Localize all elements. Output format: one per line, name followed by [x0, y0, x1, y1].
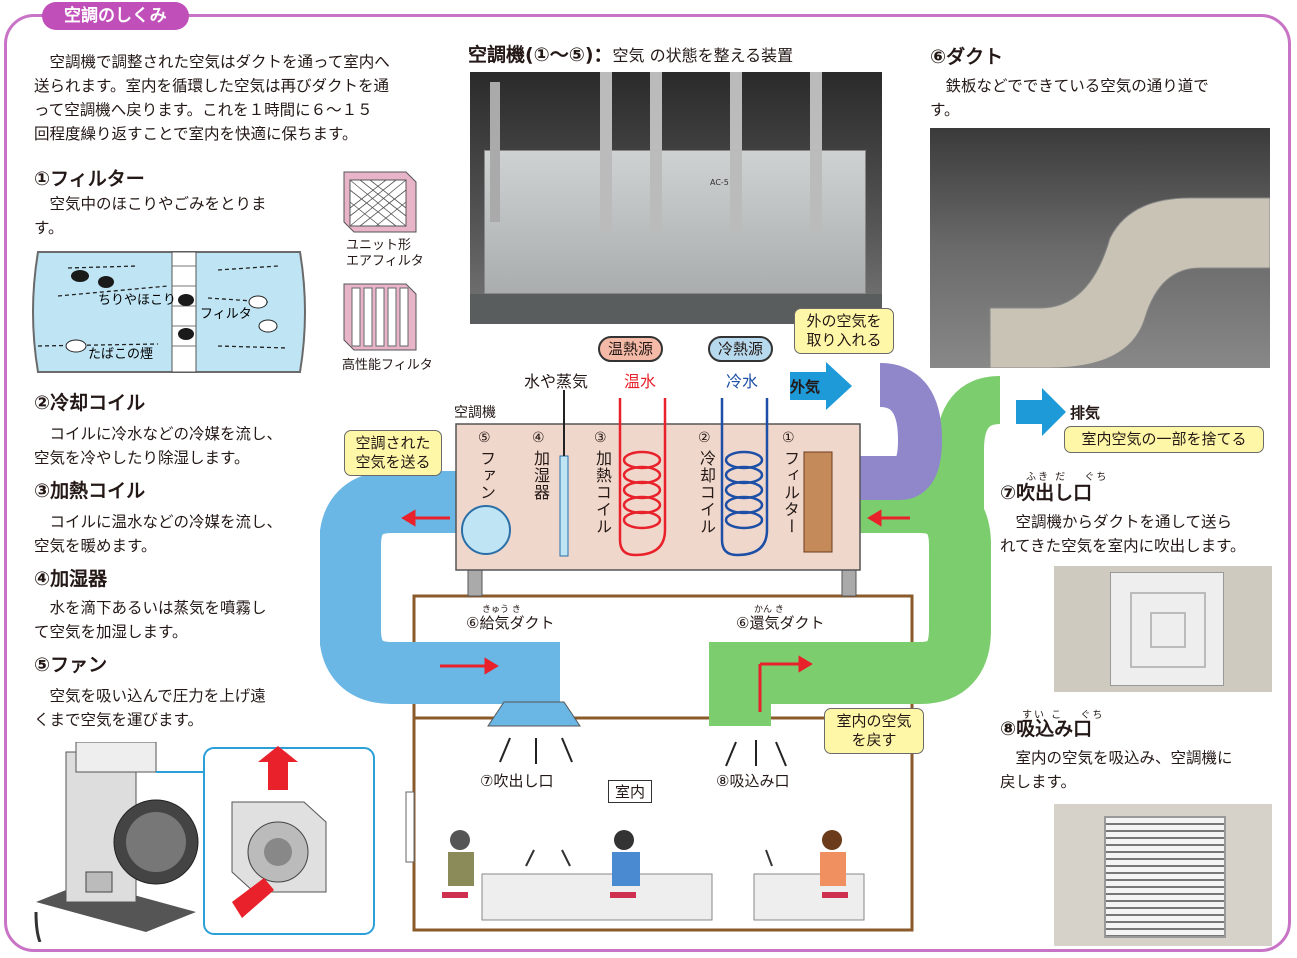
supply-duct-label: ⑥給気ダクト	[466, 614, 555, 632]
filter-illustration: ちりやほこり フィルタ たばこの煙	[32, 251, 306, 373]
duct-photo	[930, 128, 1270, 368]
inlet-ruby: すい こ ぐち	[1022, 710, 1105, 721]
hepa-filter-label: 高性能フィルタ	[342, 358, 433, 373]
heating-heading: ③加熱コイル	[34, 480, 146, 502]
inlet-heading: ⑧吸込み口	[1000, 718, 1093, 740]
heating-number: ③	[594, 430, 607, 446]
return-duct-label: ⑥還気ダクト	[736, 614, 825, 632]
cooling-heading: ②冷却コイル	[34, 392, 146, 414]
cooling-text: コイルに冷水などの冷媒を流し、空気を冷やしたり除湿します。	[34, 425, 283, 467]
unit-filter-label: ユニット形エアフィルタ	[346, 238, 424, 269]
fan-component-label: ファン	[477, 450, 496, 501]
duct-text: 鉄板などでできている空気の通り道です。	[930, 77, 1209, 119]
outside-air-label: 外気	[790, 378, 821, 396]
filter-number: ①	[782, 430, 795, 446]
intake-callout: 外の空気を取り入れる	[794, 308, 894, 354]
outlet-diagram-label: ⑦吹出し口	[480, 772, 554, 790]
unit-filter-icon	[343, 171, 417, 233]
ahu-photo: AC-5	[470, 72, 882, 324]
outlet-text: 空調機からダクトを通して送られてきた空気を室内に吹出します。	[1000, 513, 1246, 555]
exhaust-arrow	[1016, 388, 1066, 436]
filter-label: フィルタ	[200, 307, 252, 322]
inlet-diagram-label: ⑧吸込み口	[716, 772, 790, 790]
airflow-arrows	[499, 737, 787, 767]
inlet-photo	[1054, 804, 1272, 946]
return-duct-ruby: かん き	[754, 605, 784, 615]
duct-heading: ⑥ダクト	[930, 46, 1004, 68]
hepa-filter-icon	[343, 283, 417, 351]
fan-illustration	[34, 742, 375, 942]
heating-text: コイルに温水などの冷媒を流し、空気を暖めます。	[34, 513, 283, 555]
office-scene	[442, 830, 865, 921]
return-callout: 室内の空気を戻す	[824, 708, 924, 754]
outlet-heading: ⑦吹出し口	[1000, 482, 1093, 504]
intro-text: 空調機で調整された空気はダクトを通って室内へ 送られます。室内を循環した空気は再…	[34, 53, 390, 143]
exhaust-callout: 室内空気の一部を捨てる	[1064, 426, 1264, 453]
cooling-number: ②	[698, 430, 711, 446]
filter-heading: ①フィルター	[34, 168, 145, 190]
heating-component-label: 加熱コイル	[593, 450, 612, 535]
supply-callout: 空調された空気を送る	[344, 430, 442, 476]
humidifier-number: ④	[532, 430, 545, 446]
fan-text: 空気を吸い込んで圧力を上げ遠くまで空気を運びます。	[34, 687, 266, 729]
humidifier-heading: ④加湿器	[34, 568, 108, 590]
dust-label: ちりやほこり	[98, 293, 176, 308]
smoke-label: たばこの煙	[88, 347, 153, 362]
hot-source-badge: 温熱源	[598, 336, 664, 362]
cooling-component-label: 冷却コイル	[697, 450, 716, 535]
room-label: 室内	[608, 780, 653, 803]
outlet-ruby: ふき だ ぐち	[1026, 472, 1109, 483]
water-steam-label: 水や蒸気	[524, 372, 589, 391]
outlet-photo	[1054, 566, 1272, 692]
ahu-title: 空調機(①～⑤)：空気 の状態を整える装置	[468, 44, 794, 66]
fan-heading: ⑤ファン	[34, 654, 108, 676]
supply-duct-ruby: きゅう き	[482, 605, 521, 615]
unit-label: 空調機	[454, 405, 496, 421]
fan-number: ⑤	[478, 430, 491, 446]
inlet-text: 室内の空気を吸込み、空調機に戻します。	[1000, 749, 1233, 791]
cold-source-badge: 冷熱源	[708, 336, 774, 362]
exhaust-label: 排気	[1070, 404, 1101, 422]
page-frame	[4, 14, 1291, 952]
system-diagram	[320, 362, 1000, 932]
filter-text: 空気中のほこりやごみをとりま す。	[34, 195, 267, 237]
filter-component-label: フィルター	[781, 450, 800, 535]
cold-water-label: 冷水	[726, 372, 759, 391]
page-title: 空調のしくみ	[42, 2, 189, 30]
humidifier-text: 水を滴下あるいは蒸気を噴霧して空気を加湿します。	[34, 599, 267, 641]
humidifier-component-label: 加湿器	[531, 450, 550, 501]
hot-water-label: 温水	[624, 372, 657, 391]
